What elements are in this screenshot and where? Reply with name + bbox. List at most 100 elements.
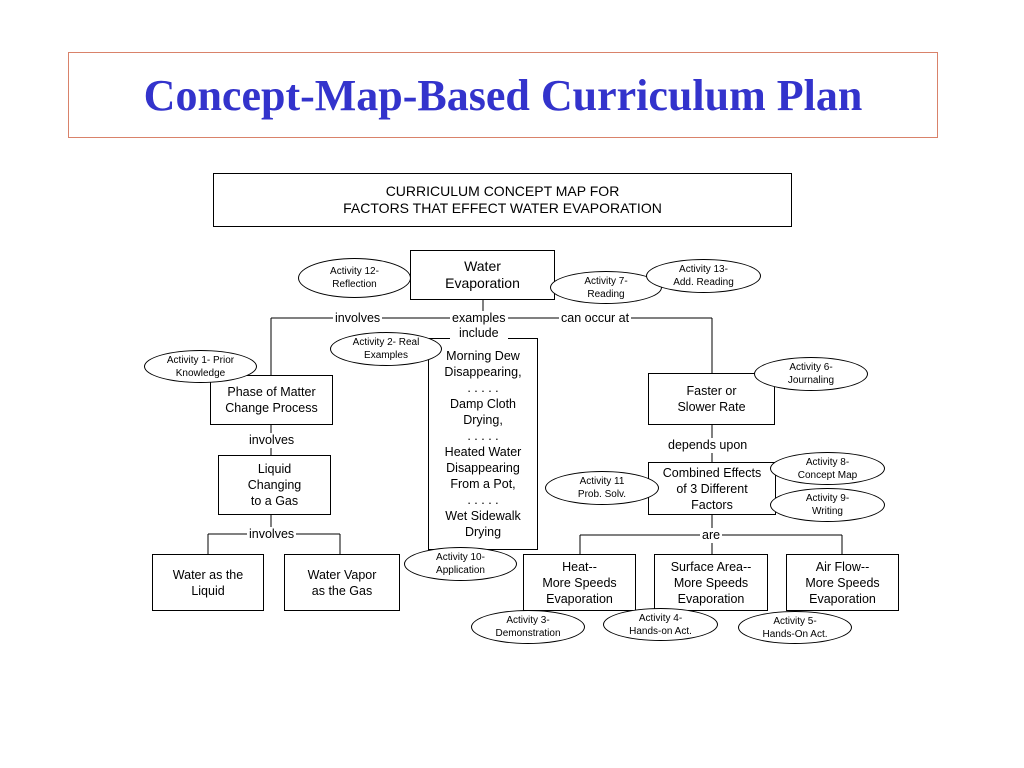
activity-line: Activity 11: [579, 476, 625, 487]
concept-line: Drying: [464, 525, 502, 539]
activity-line: Activity 1- Prior: [166, 354, 235, 366]
concept-line: Disappearing: [446, 461, 520, 475]
activity-11-oval: Activity 11 Prob. Solv.: [545, 471, 659, 505]
link-depends-upon: depends upon: [666, 438, 750, 453]
activity-line: Hands-On Act.: [762, 628, 828, 640]
activity-5-oval: Activity 5- Hands-On Act.: [738, 611, 852, 644]
concept-map-title-line: FACTORS THAT EFFECT WATER EVAPORATION: [343, 200, 662, 216]
activity-line: Activity 2- Real: [352, 337, 420, 348]
activity-3-oval: Activity 3- Demonstration: [471, 610, 585, 644]
concept-line: Changing: [247, 478, 302, 492]
activity-line: Hands-on Act.: [629, 625, 692, 637]
activity-line: Reflection: [332, 279, 377, 290]
link-involves-mid: involves: [247, 433, 297, 448]
activity-line: Journaling: [787, 375, 835, 386]
activity-line: Application: [436, 565, 485, 576]
link-can-occur-at: can occur at: [559, 311, 632, 326]
concept-line: Slower Rate: [677, 400, 746, 414]
concept-line: Heat--: [562, 559, 597, 574]
activity-line: Writing: [812, 506, 843, 517]
link-involves-low: involves: [247, 527, 297, 542]
concept-map-title-line: CURRICULUM CONCEPT MAP FOR: [385, 183, 620, 199]
concept-line: Evaporation: [546, 591, 613, 606]
activity-line: Activity 7-: [584, 275, 628, 287]
activity-4-oval: Activity 4- Hands-on Act.: [603, 608, 718, 641]
concept-water-liquid: Water as the Liquid: [152, 554, 264, 611]
concept-line: of 3 Different: [676, 481, 748, 496]
concept-line: Evaporation: [677, 591, 745, 606]
concept-line: Liquid: [257, 462, 292, 476]
concept-faster-slower: Faster or Slower Rate: [648, 373, 775, 425]
concept-water-evaporation: Water Evaporation: [410, 250, 555, 300]
link-involves-top: involves: [333, 311, 383, 326]
concept-line: Water as the: [172, 567, 244, 582]
slide-title-box: Concept-Map-Based Curriculum Plan: [68, 52, 938, 138]
concept-line: to a Gas: [250, 494, 299, 508]
concept-line: Evaporation: [445, 275, 520, 291]
activity-6-oval: Activity 6- Journaling: [754, 357, 868, 391]
concept-line: Liquid: [191, 583, 225, 598]
concept-line: Wet Sidewalk: [445, 509, 521, 523]
concept-line: Combined Effects: [662, 465, 762, 480]
activity-13-oval: Activity 13- Add. Reading: [646, 259, 761, 293]
concept-combined-effects: Combined Effects of 3 Different Factors: [648, 462, 776, 515]
concept-heat: Heat-- More Speeds Evaporation: [523, 554, 636, 611]
concept-line: Disappearing,: [444, 365, 522, 379]
concept-water-vapor: Water Vapor as the Gas: [284, 554, 400, 611]
concept-line: Factors: [691, 497, 733, 512]
link-line: include: [458, 326, 499, 340]
activity-line: Demonstration: [495, 628, 561, 639]
concept-line: From a Pot,: [450, 477, 516, 491]
concept-line: More Speeds: [805, 575, 880, 590]
activity-7-oval: Activity 7- Reading: [550, 271, 662, 304]
link-examples-include: examples include: [450, 311, 508, 341]
activity-line: Activity 3-: [506, 615, 550, 626]
concept-air-flow: Air Flow-- More Speeds Evaporation: [786, 554, 899, 611]
activity-line: Activity 4-: [638, 612, 683, 624]
concept-line: Water: [464, 258, 501, 274]
activity-line: Concept Map: [797, 469, 858, 481]
concept-line: Morning Dew: [446, 349, 520, 363]
concept-line: Phase of Matter: [227, 385, 316, 399]
concept-map-title-box: CURRICULUM CONCEPT MAP FOR FACTORS THAT …: [213, 173, 792, 227]
concept-phase-change: Phase of Matter Change Process: [210, 375, 333, 425]
link-are: are: [700, 528, 723, 543]
concept-line: More Speeds: [673, 575, 749, 590]
activity-line: Activity 6-: [789, 362, 833, 373]
concept-examples: Morning Dew Disappearing, . . . . . Damp…: [428, 338, 538, 550]
activity-line: Prob. Solv.: [577, 489, 627, 500]
concept-line: Heated Water: [444, 445, 522, 459]
concept-line: More Speeds: [542, 575, 617, 590]
activity-line: Reading: [587, 288, 625, 300]
concept-line: Faster or: [686, 384, 737, 398]
activity-line: Activity 5-: [773, 615, 817, 627]
concept-liquid-to-gas: Liquid Changing to a Gas: [218, 455, 331, 515]
activity-line: Activity 9-: [805, 493, 850, 504]
activity-2-oval: Activity 2- Real Examples: [330, 332, 442, 366]
activity-9-oval: Activity 9- Writing: [770, 488, 885, 522]
slide-title: Concept-Map-Based Curriculum Plan: [143, 70, 863, 120]
concept-line: Water Vapor: [307, 567, 377, 582]
activity-line: Activity 10-: [436, 552, 485, 563]
concept-line: Surface Area--: [670, 559, 752, 574]
concept-line: Air Flow--: [815, 559, 870, 574]
activity-10-oval: Activity 10- Application: [404, 547, 517, 581]
concept-line: Change Process: [225, 401, 318, 415]
concept-line: as the Gas: [311, 583, 373, 598]
concept-line: . . . . .: [467, 381, 499, 395]
concept-line: . . . . .: [467, 493, 499, 507]
concept-line: Drying,: [463, 413, 503, 427]
link-line: examples: [452, 311, 506, 325]
activity-line: Knowledge: [175, 367, 226, 379]
activity-line: Activity 12-: [330, 266, 379, 277]
activity-1-oval: Activity 1- Prior Knowledge: [144, 350, 257, 383]
activity-line: Activity 13-: [679, 264, 728, 275]
activity-line: Examples: [364, 350, 408, 361]
concept-line: Evaporation: [809, 591, 876, 606]
activity-line: Add. Reading: [673, 277, 734, 288]
activity-8-oval: Activity 8- Concept Map: [770, 452, 885, 485]
concept-line: . . . . .: [467, 429, 499, 443]
concept-line: Damp Cloth: [450, 397, 516, 411]
activity-line: Activity 8-: [805, 456, 850, 468]
activity-12-oval: Activity 12- Reflection: [298, 258, 411, 298]
